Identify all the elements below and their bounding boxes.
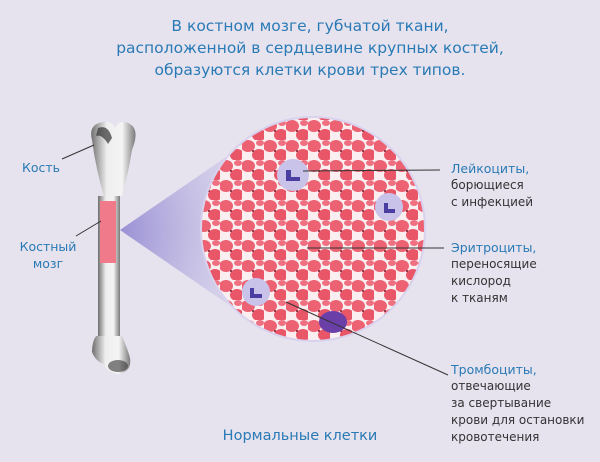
marrow-region <box>100 201 116 263</box>
diagram-title: В костном мозге, губчатой ткани, располо… <box>100 15 520 81</box>
caption-normal-cells: Нормальные клетки <box>222 428 378 444</box>
label-bone: Кость <box>22 160 61 175</box>
title-line-3: образуются клетки крови трех типов. <box>154 61 466 79</box>
title-line-1: В костном мозге, губчатой ткани, <box>171 17 449 35</box>
label-erythrocytes: Эритроциты, переносящие кислород к тканя… <box>451 240 537 305</box>
platelet-cell <box>319 311 347 333</box>
title-line-2: расположенной в сердцевине крупных косте… <box>116 39 504 57</box>
label-marrow: Костный мозг <box>19 239 77 271</box>
label-platelets: Тромбоциты, отвечающие за свертывание кр… <box>451 362 585 444</box>
leukocyte-cell <box>242 278 270 306</box>
blood-cells-disc <box>202 118 424 340</box>
leukocyte-cell <box>375 193 403 221</box>
bone-icon <box>91 121 136 374</box>
label-leukocytes: Лейкоциты, борющиеся с инфекцией <box>451 161 534 209</box>
leukocyte-cell <box>277 159 309 191</box>
